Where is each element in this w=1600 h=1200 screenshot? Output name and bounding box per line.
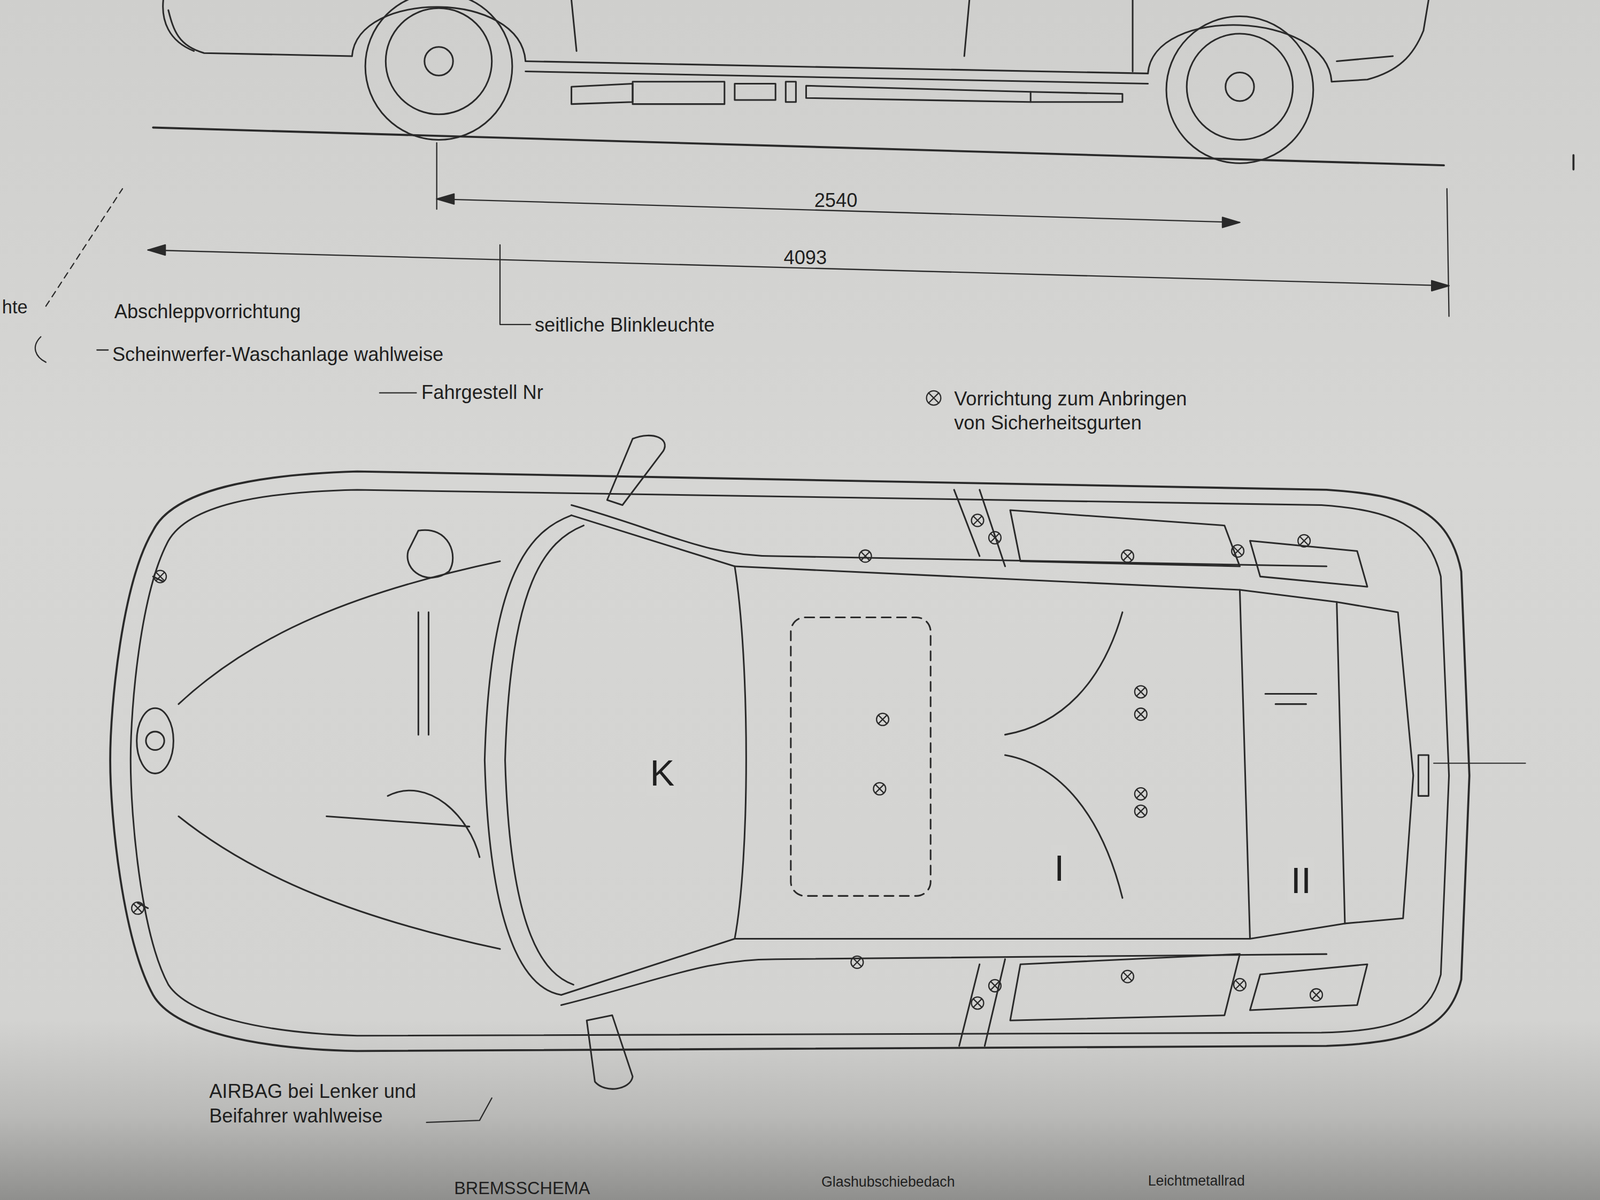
dimension-lines	[148, 142, 1450, 317]
belt-anchor-cross	[878, 715, 887, 724]
belt-anchor	[873, 782, 886, 796]
belt-anchor	[876, 713, 889, 726]
belt-anchor	[971, 996, 984, 1010]
belt-anchor	[1134, 805, 1148, 818]
part-label: Fahrgestell Nr	[421, 380, 544, 405]
dimension-value: 2540	[814, 188, 858, 213]
section-heading: Leichtmetallrad	[1148, 1172, 1245, 1190]
belt-anchor	[971, 514, 984, 527]
belt-anchor-cross	[852, 958, 861, 967]
leader-lines	[35, 188, 531, 1123]
belt-anchor-cross	[973, 998, 982, 1007]
belt-anchor	[1134, 708, 1148, 721]
belt-anchor	[154, 570, 167, 583]
part-label: AIRBAG bei Lenker und Beifahrer wahlweis…	[209, 1079, 459, 1129]
top-view	[110, 435, 1526, 1089]
belt-anchor	[1134, 685, 1148, 698]
belt-anchor-cross	[1123, 972, 1132, 981]
belt-anchor-cross	[1136, 806, 1145, 815]
belt-anchor-cross	[1300, 536, 1309, 545]
zone-label: K	[647, 749, 678, 796]
belt-anchor	[988, 531, 1002, 544]
belt-anchor-cross	[990, 533, 999, 542]
belt-anchor	[1134, 787, 1148, 800]
belt-anchor	[1297, 534, 1311, 548]
belt-anchor	[1231, 544, 1244, 558]
belt-anchor	[1310, 988, 1323, 1002]
belt-anchor	[131, 902, 144, 915]
section-heading: Glashubschiebedach	[821, 1173, 956, 1191]
part-label: seitliche Blinkleuchte	[534, 313, 715, 338]
belt-anchor-cross	[1136, 789, 1145, 798]
part-label: hte	[2, 295, 28, 319]
belt-anchor-cross	[1123, 551, 1132, 560]
belt-anchor	[859, 549, 872, 563]
zone-label: II	[1287, 857, 1315, 904]
belt-anchor-cross	[875, 784, 884, 793]
belt-anchor-symbols	[131, 514, 1323, 1010]
belt-anchor-cross	[1312, 990, 1321, 999]
dimension-value: 4093	[783, 245, 827, 271]
belt-anchor	[988, 979, 1002, 992]
zone-label: I	[1050, 844, 1068, 891]
section-heading: BREMSSCHEMA	[454, 1177, 590, 1199]
belt-anchor-cross	[1136, 710, 1145, 719]
belt-anchor-cross	[1136, 687, 1145, 696]
part-label: Scheinwerfer-Waschanlage wahlweise	[112, 342, 444, 367]
part-label: Abschleppvorrichtung	[114, 300, 302, 325]
legend-symbol	[926, 390, 942, 406]
belt-anchor-cross	[860, 551, 869, 560]
belt-anchor-cross	[973, 516, 982, 525]
belt-anchor-cross	[133, 904, 142, 913]
belt-anchor	[850, 956, 864, 969]
side-view	[152, 0, 1444, 166]
belt-anchor-cross	[1233, 547, 1242, 556]
belt-anchor	[1233, 978, 1246, 991]
legend-note: Vorrichtung zum Anbringen von Sicherheit…	[954, 386, 1222, 436]
belt-anchor-cross	[156, 572, 165, 581]
edge-mark	[1572, 155, 1575, 170]
belt-anchor	[1121, 549, 1134, 563]
belt-anchor-cross	[990, 981, 999, 990]
belt-anchor	[1121, 970, 1134, 983]
belt-anchor-cross	[1235, 980, 1244, 989]
